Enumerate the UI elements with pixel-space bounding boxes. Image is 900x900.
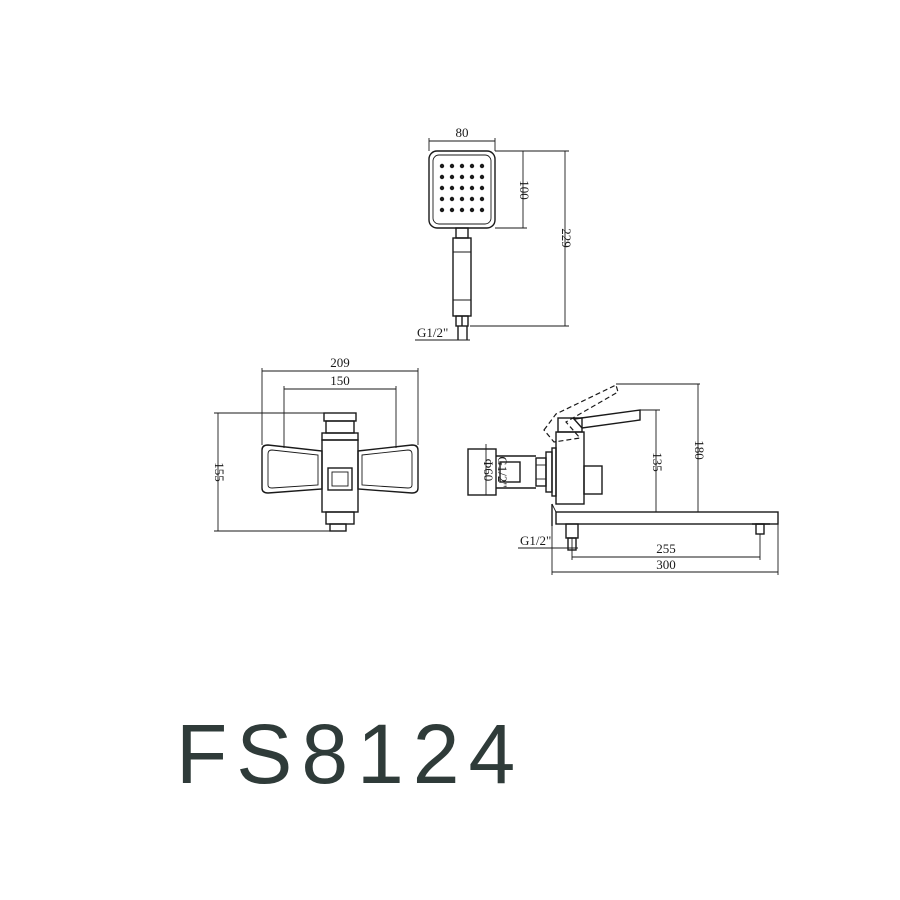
nozzle-dot xyxy=(469,207,475,213)
right-handle xyxy=(357,444,419,494)
side-body xyxy=(555,431,585,505)
nozzle-dot xyxy=(449,196,455,202)
nozzle-dot xyxy=(439,207,445,213)
shower-handle xyxy=(452,237,472,317)
side-lever xyxy=(572,409,641,429)
nozzle-dot xyxy=(469,185,475,191)
hand-shower-view: 80 100 229 G1/2" xyxy=(415,125,574,341)
nozzle-dot xyxy=(459,163,465,169)
shower-handle-collar xyxy=(455,227,469,239)
spout-reach-label: 255 xyxy=(656,541,676,556)
total-length-label: 300 xyxy=(656,557,676,572)
model-number: FS8124 xyxy=(176,707,525,801)
nozzle-dot xyxy=(469,196,475,202)
diverter-knob xyxy=(323,412,357,422)
nozzle-dot xyxy=(449,185,455,191)
nozzle-dot xyxy=(479,207,485,213)
spout xyxy=(555,511,779,525)
eccentric-connector xyxy=(499,461,521,483)
nozzle-dot xyxy=(459,207,465,213)
side-view: Φ60 G1/2" 135 180 G1/2" 255 300 xyxy=(467,383,779,575)
nozzle-dot xyxy=(479,163,485,169)
front-view: 209 150 155 xyxy=(212,355,419,532)
nozzle-dot xyxy=(479,174,485,180)
head-width-label: 80 xyxy=(456,125,469,140)
shower-head-face xyxy=(432,154,492,225)
side-valve xyxy=(583,465,603,495)
lever-raised-position xyxy=(543,384,619,443)
knurled-collar xyxy=(545,451,553,493)
diameter-label: Φ60 xyxy=(481,459,496,482)
nozzle-dot xyxy=(439,185,445,191)
body-height-label: 135 xyxy=(650,452,665,472)
hex-nut xyxy=(535,457,547,487)
nozzle-dot xyxy=(469,163,475,169)
nozzle-dot xyxy=(449,174,455,180)
inlet-thread-label: G1/2" xyxy=(495,456,510,487)
side-outlet xyxy=(565,523,579,539)
outlet-thread-label: G1/2" xyxy=(520,533,551,548)
head-thread-label: G1/2" xyxy=(417,325,448,340)
front-outlet xyxy=(325,511,355,525)
wall-flange xyxy=(467,448,497,496)
front-body-window xyxy=(327,467,353,491)
front-spacing-label: 150 xyxy=(330,373,350,388)
head-height-label: 100 xyxy=(517,180,532,200)
nozzle-dot xyxy=(439,163,445,169)
front-height-label: 155 xyxy=(212,462,227,482)
nozzle-dot xyxy=(459,196,465,202)
total-height-label: 229 xyxy=(559,228,574,248)
nozzle-dot xyxy=(479,185,485,191)
nozzle-dot xyxy=(469,174,475,180)
total-height-side-label: 180 xyxy=(692,440,707,460)
nozzle-dot xyxy=(439,174,445,180)
nozzle-dot xyxy=(459,174,465,180)
nozzle-grid xyxy=(439,163,485,213)
nozzle-dot xyxy=(439,196,445,202)
nozzle-dot xyxy=(449,207,455,213)
nozzle-dot xyxy=(449,163,455,169)
nozzle-dot xyxy=(479,196,485,202)
front-width-label: 209 xyxy=(330,355,350,370)
nozzle-dot xyxy=(459,185,465,191)
